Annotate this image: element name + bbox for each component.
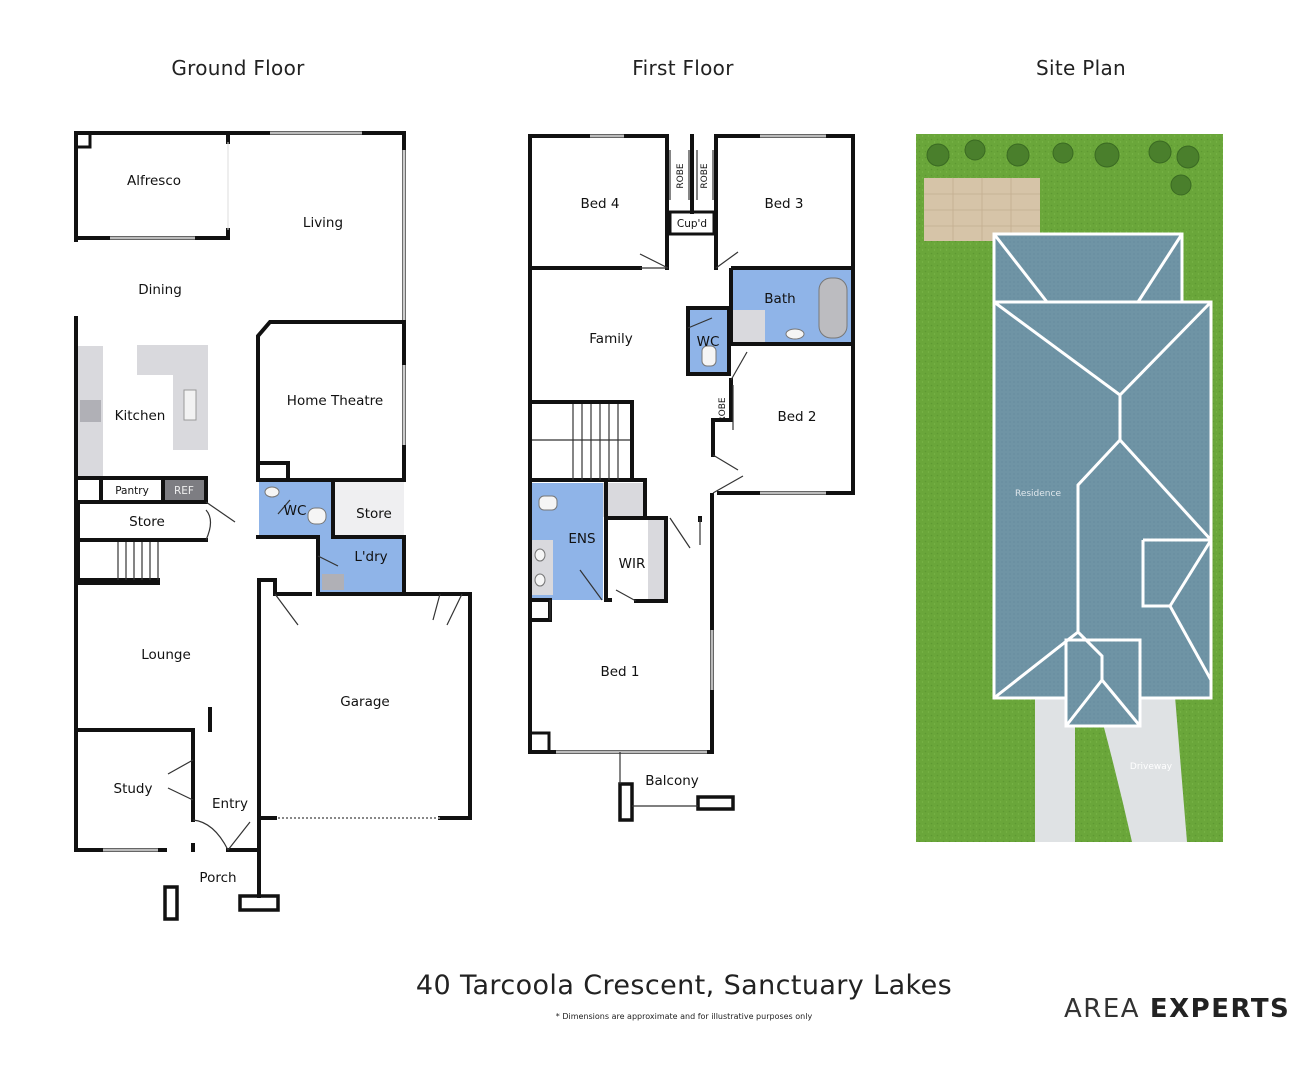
room-label-garage: Garage [340, 694, 389, 710]
room-label-pantry: Pantry [115, 485, 149, 497]
room-label-robe-1: ROBE [676, 163, 686, 189]
room-label-bed-4: Bed 4 [580, 196, 619, 212]
room-label-ground-wc: WC [284, 503, 307, 519]
site-plan: Residence Driveway [916, 134, 1223, 842]
site-label-driveway: Driveway [1130, 762, 1173, 772]
first-floor-plan: Bed 4 ROBE ROBE Bed 3 Cup'd Bath Family … [528, 134, 855, 822]
first-floor-title: First Floor [632, 56, 734, 80]
room-label-kitchen: Kitchen [115, 408, 166, 424]
room-label-living: Living [303, 215, 343, 231]
room-label-first-wc: WC [697, 334, 720, 350]
trees [926, 139, 1200, 196]
brand-word-area: AREA [1064, 994, 1141, 1024]
room-label-cupboard: Cup'd [677, 218, 707, 230]
fridge-space [165, 478, 205, 501]
room-label-bed-2: Bed 2 [777, 409, 816, 425]
residence-roof [992, 232, 1213, 728]
room-label-ref: REF [174, 485, 194, 497]
room-label-study: Study [114, 781, 153, 797]
room-label-robe-2: ROBE [700, 163, 710, 189]
room-label-balcony: Balcony [645, 773, 699, 789]
room-label-lounge: Lounge [141, 647, 191, 663]
room-label-wir: WIR [619, 556, 646, 572]
room-label-ensuite: ENS [568, 531, 595, 547]
room-label-bath: Bath [764, 291, 795, 307]
room-label-dining: Dining [138, 282, 182, 298]
room-label-alfresco: Alfresco [127, 173, 181, 189]
room-label-entry: Entry [212, 796, 248, 812]
dimensions-disclaimer: * Dimensions are approximate and for ill… [555, 1012, 813, 1021]
room-label-store: Store [129, 514, 165, 530]
room-label-laundry: L'dry [354, 549, 387, 565]
kitchen-island [137, 345, 208, 450]
room-label-bed-3: Bed 3 [764, 196, 803, 212]
room-label-bed-1: Bed 1 [600, 664, 639, 680]
area-experts-logo: AREA EXPERTS [1064, 994, 1290, 1024]
room-label-robe-3: ROBE [718, 397, 728, 423]
ground-floor-title: Ground Floor [171, 56, 305, 80]
room-label-porch: Porch [199, 870, 236, 886]
room-label-store-2: Store [356, 506, 392, 522]
brand-word-experts: EXPERTS [1149, 994, 1291, 1024]
site-plan-title: Site Plan [1035, 56, 1127, 80]
footpath [1035, 690, 1075, 842]
site-label-residence: Residence [1015, 489, 1061, 499]
ground-floor-plan: Alfresco Living Dining Kitchen Home Thea… [74, 131, 472, 921]
property-address: 40 Tarcoola Crescent, Sanctuary Lakes [415, 970, 953, 1001]
room-label-home-theatre: Home Theatre [287, 393, 383, 409]
room-label-family: Family [589, 331, 632, 347]
